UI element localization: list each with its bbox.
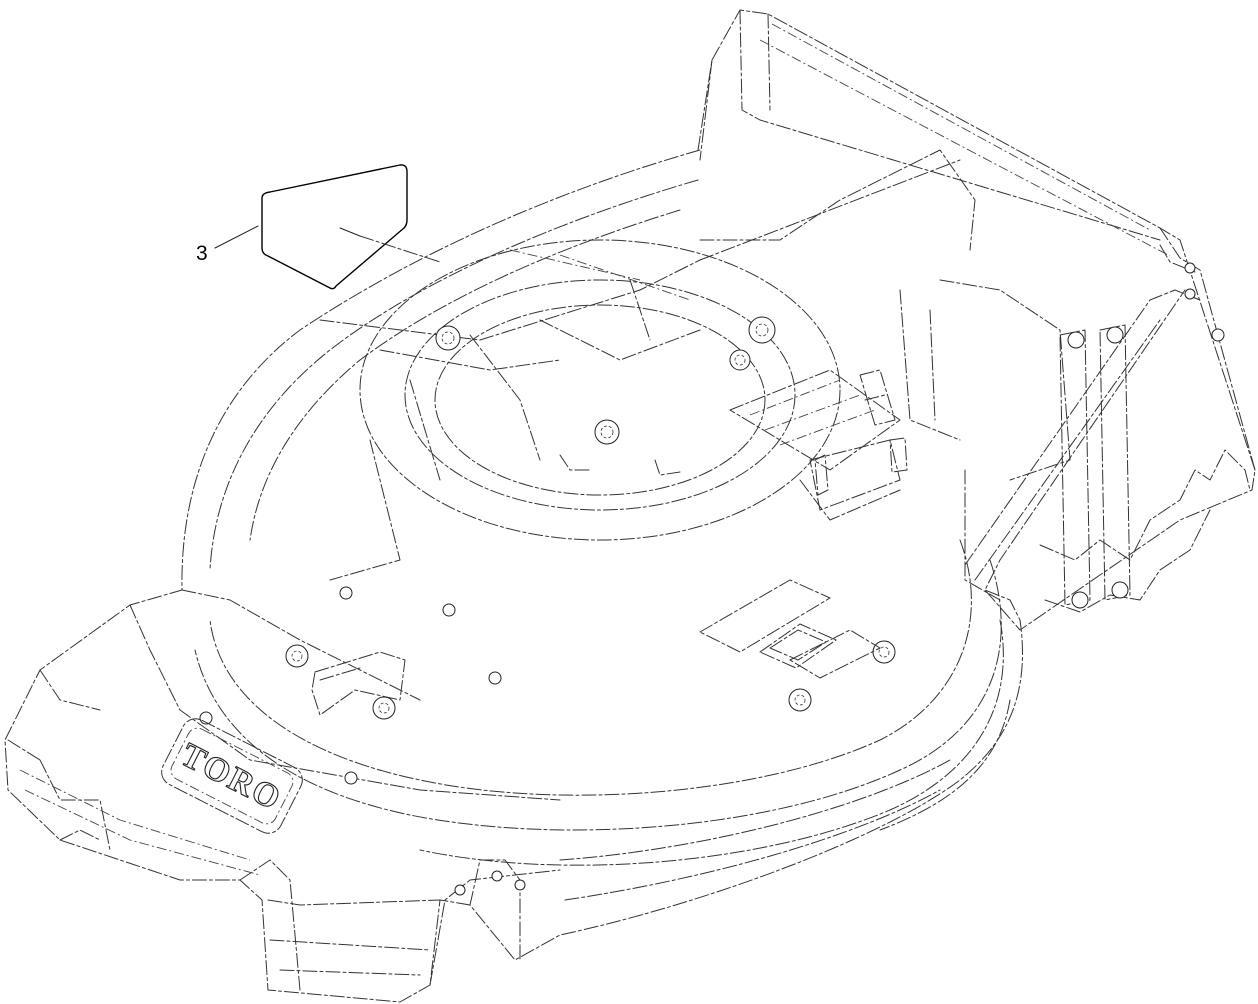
deck-pads — [699, 369, 908, 679]
rear-bracket-wall — [697, 9, 1256, 631]
callout-3: 3 — [196, 225, 259, 265]
blade-opening — [359, 239, 841, 541]
mounting-bosses — [199, 316, 896, 785]
toro-logo-text: TORO — [175, 736, 288, 818]
toro-logo-plate: TORO — [161, 718, 303, 834]
part-3-panel — [261, 164, 441, 290]
side-flap — [311, 651, 406, 716]
height-adjust-link — [1059, 324, 1131, 609]
callout-label-3: 3 — [196, 242, 208, 265]
deck-shell — [4, 149, 1071, 1003]
